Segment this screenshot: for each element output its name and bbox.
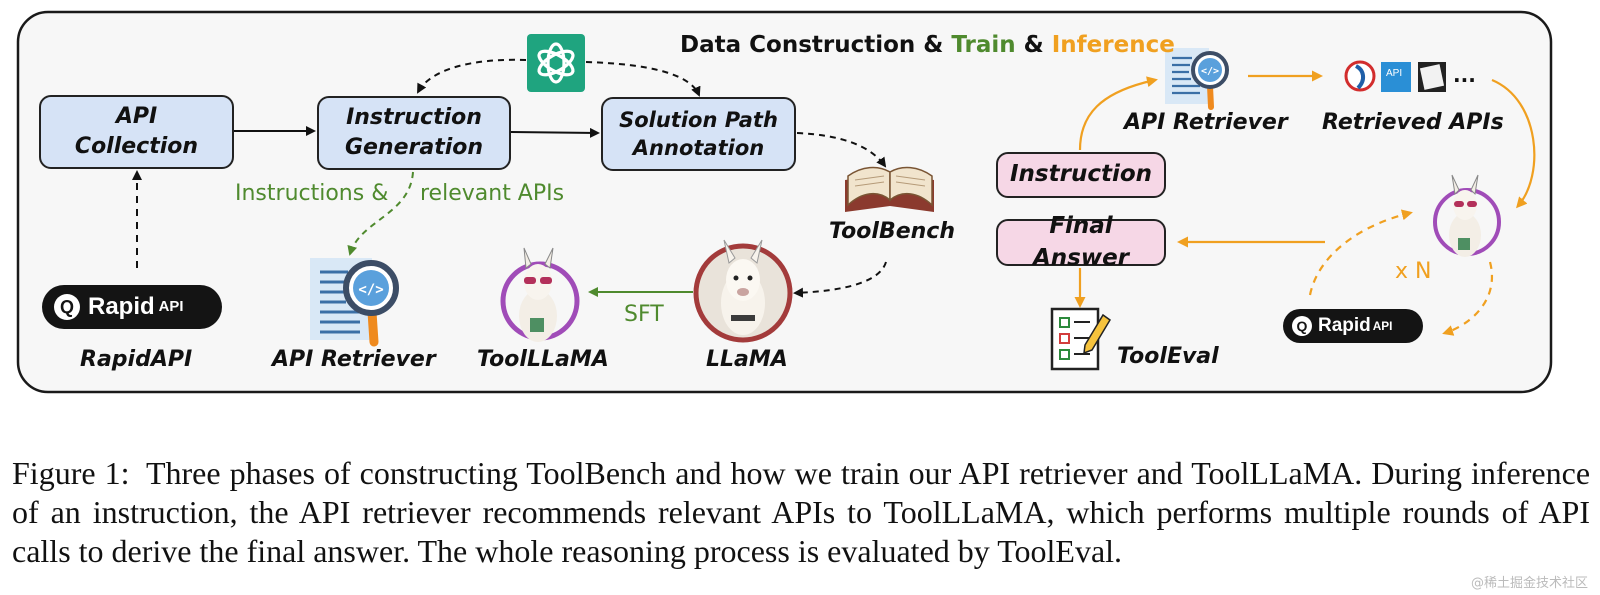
openai-logo-icon [527,34,585,92]
llama-label: LLaMA [706,347,788,372]
rapidapi-logo-suffix: API [158,299,184,315]
arrow-solution-to-toolbench [796,132,887,168]
api-retriever-small-icon: </> [1165,48,1229,110]
inference-rapidapi-word: Rapid [1318,315,1371,336]
figure-caption: Figure 1: Three phases of constructing T… [12,454,1590,571]
instruction-box-text: Instruction [1009,161,1153,188]
instruction-generation-line2: Generation [344,135,484,160]
header-inference: Inference [1043,32,1175,58]
llama-portrait-icon [693,239,793,343]
caption-text: Three phases of constructing ToolBench a… [12,455,1591,569]
arrow-instruction-to-retriever [1078,76,1158,151]
tooleval-checklist-icon [1050,307,1111,371]
figure-header: Data Construction & Train & Inference [680,32,1175,58]
rapidapi-logo-word: Rapid [88,293,155,320]
arrow-openai-to-generation [417,58,527,94]
final-answer-box-text: Final Answer [1032,213,1130,271]
api-logo-red-icon [1344,60,1376,92]
arrow-agent-to-rapidapi [1442,261,1493,336]
api-logo-blue-icon [1381,62,1411,92]
caption-figure-number: Figure 1: [12,455,130,491]
api-retriever-document-icon: </> [310,258,399,347]
instructions-note-right: relevant APIs [420,181,565,206]
inference-rapidapi-suffix: API [1372,319,1393,333]
header-train: Train [943,32,1016,58]
rapidapi-label: RapidAPI [80,347,193,372]
toolbench-label: ToolBench [829,219,955,244]
toolllama-label: ToolLLaMA [477,347,609,372]
times-n-label: x N [1395,259,1432,284]
toolllama-icon [500,247,580,342]
api-collection-line2: Collection [74,134,199,159]
final-answer-box: Final Answer [996,213,1166,271]
svg-text:</>: </> [358,282,383,298]
sft-label: SFT [624,302,664,327]
instruction-generation-line1: Instruction [346,105,482,131]
inference-api-retriever-label: API Retriever [1124,110,1288,135]
header-data-construction: Data Construction & [680,32,944,58]
toolbench-book-icon [845,166,934,212]
instruction-box: Instruction [996,152,1166,198]
watermark: @稀土掘金技术社区 [1470,576,1588,591]
arrow-openai-to-solution [585,61,701,97]
retrieved-api-logo-text: API [1386,68,1402,79]
agent-llama-icon [1433,174,1501,257]
retrieved-api-logos: API ... [1344,60,1476,92]
rapidapi-q-icon: Q [54,294,80,320]
svg-text:</>: </> [1201,66,1219,77]
figure-panel: </> [16,10,1553,394]
instructions-note-left: Instructions & [235,181,389,206]
arrow-retrieved-to-agent [1491,78,1536,209]
arrow-generation-to-solution [510,127,600,138]
solution-path-line1: Solution Path [619,107,778,132]
api-retriever-label: API Retriever [272,347,436,372]
arrow-rapidapi-to-agent [1308,209,1413,296]
api-collection-box: API Collection [39,95,234,169]
retrieved-apis-ellipsis: ... [1453,63,1476,87]
tooleval-label: ToolEval [1117,344,1219,369]
retrieved-apis-label: Retrieved APIs [1322,110,1504,135]
arrow-generation-to-retriever [347,171,414,256]
api-collection-line1: API [115,104,158,130]
inference-rapidapi-q-icon: Q [1292,316,1312,336]
header-amp: & [1015,32,1044,58]
solution-path-line2: Annotation [632,136,765,160]
arrow-toolbench-to-llama [793,261,887,298]
